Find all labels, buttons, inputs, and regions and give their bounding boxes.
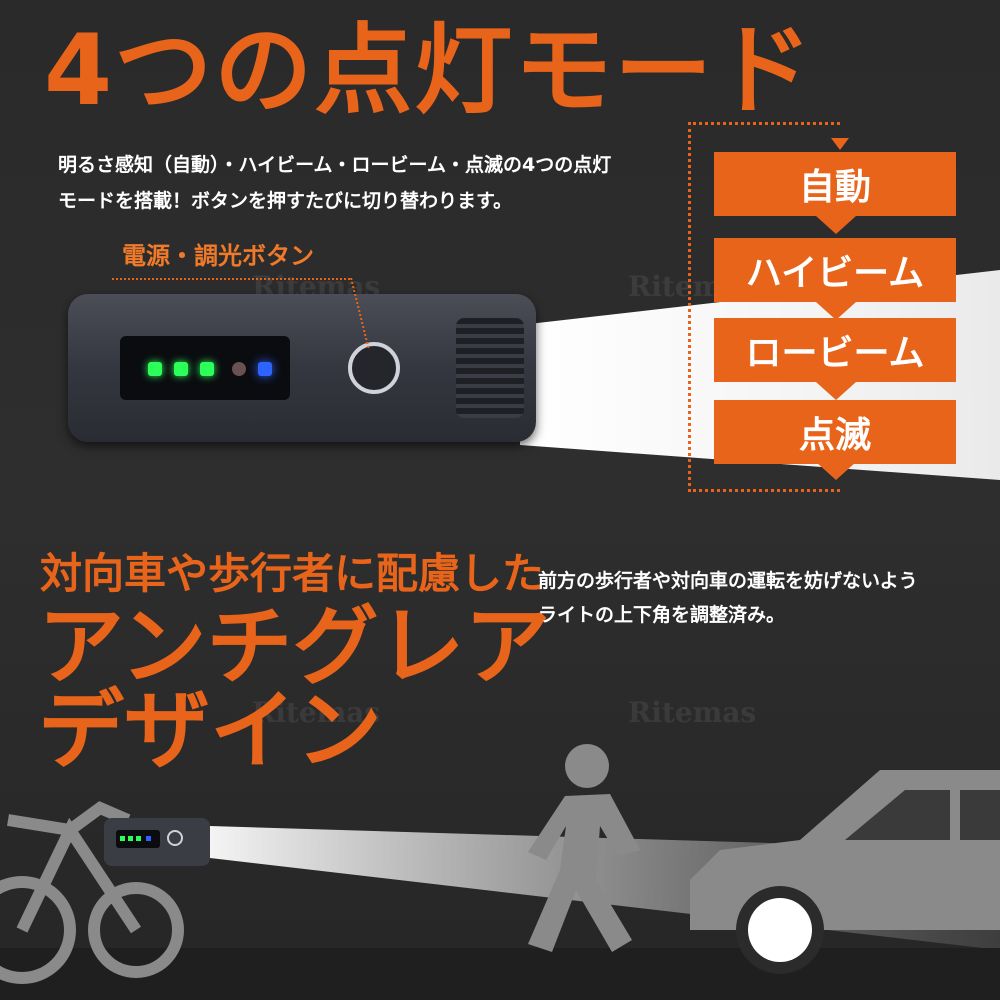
callout-leader-line xyxy=(112,278,350,280)
heat-sink xyxy=(456,318,524,418)
power-dimmer-button[interactable] xyxy=(348,342,400,394)
car-icon xyxy=(690,770,1000,974)
bike-light-small-icon xyxy=(104,818,210,866)
arrow-down-icon xyxy=(816,382,856,400)
arrow-down-icon xyxy=(816,216,856,234)
mode-high-beam: ハイビーム xyxy=(714,238,956,302)
button-callout-label: 電源・調光ボタン xyxy=(122,242,314,270)
watermark: Ritemas xyxy=(252,696,381,729)
light-sensor-icon xyxy=(232,362,246,376)
antiglare-title-line-2: デザイン xyxy=(38,681,382,781)
bike-light-device xyxy=(68,294,536,442)
description-line-2: モードを搭載！ボタンを押すたびに切り替わります。 xyxy=(58,190,513,212)
watermark: Ritemas xyxy=(628,696,757,729)
mode-led-icon xyxy=(258,362,272,376)
pedestrian-icon xyxy=(528,744,640,952)
arrow-down-icon xyxy=(816,302,856,320)
antiglare-description-line-1: 前方の歩行者や対向車の運転を妨げないよう xyxy=(538,570,918,592)
antiglare-title-line-1: アンチグレア xyxy=(38,597,551,697)
indicator-panel xyxy=(120,336,290,400)
page-title: 4つの点灯モード xyxy=(44,14,815,128)
road-scene xyxy=(0,744,1000,1000)
mode-cycle-bracket xyxy=(688,122,840,492)
antiglare-description-line-2: ライトの上下角を調整済み。 xyxy=(538,604,786,626)
description-line-1: 明るさ感知（自動）・ハイビーム・ロービーム・点滅の4つの点灯 xyxy=(58,154,612,176)
arrow-down-icon xyxy=(831,138,849,150)
mode-low-beam: ロービーム xyxy=(714,318,956,382)
battery-led-icon xyxy=(174,362,188,376)
battery-led-icon xyxy=(148,362,162,376)
arrow-down-icon xyxy=(816,462,856,480)
mode-auto: 自動 xyxy=(714,152,956,216)
battery-led-icon xyxy=(200,362,214,376)
mode-flash: 点滅 xyxy=(714,400,956,464)
antiglare-subtitle: 対向車や歩行者に配慮した xyxy=(40,549,545,598)
bicycle-icon xyxy=(0,801,184,984)
